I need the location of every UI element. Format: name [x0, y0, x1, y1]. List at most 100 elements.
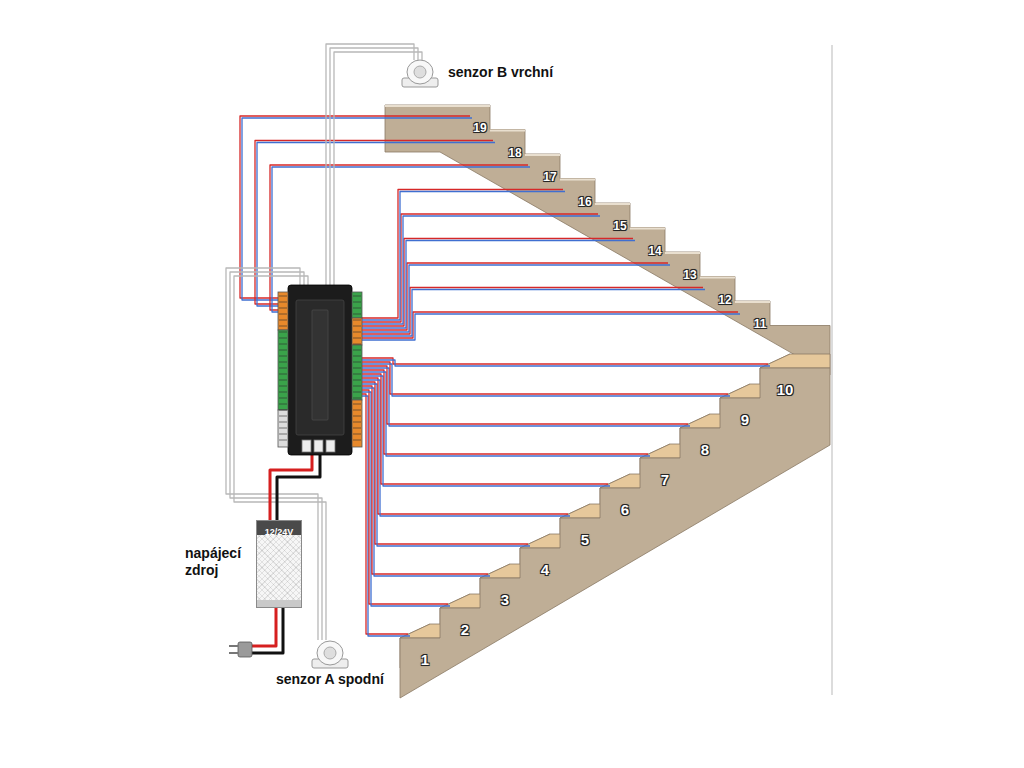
terminal-screw	[279, 440, 287, 441]
step-number-anchor: 3	[501, 591, 509, 609]
step-number-anchor: 16	[578, 192, 591, 210]
step-number-anchor: 14	[648, 241, 661, 259]
power-supply: 12/24Vnapájecí zdroj	[256, 520, 302, 608]
terminal-screw	[353, 392, 361, 393]
terminal-screw	[279, 362, 287, 363]
terminal-screw	[353, 416, 361, 417]
psu-foot	[257, 600, 301, 607]
terminal-block	[352, 345, 362, 400]
led-wire	[356, 362, 728, 394]
terminal-screw	[279, 404, 287, 405]
step-number-anchor: 6	[621, 501, 629, 519]
psu-band: 12/24V	[257, 521, 301, 535]
terminal-screw	[353, 434, 361, 435]
step-number: 9	[741, 411, 749, 428]
tread-edge	[595, 203, 630, 205]
terminal-screw	[279, 356, 287, 357]
led-wire	[356, 390, 448, 604]
terminal-block	[278, 292, 288, 330]
led-wire	[358, 376, 610, 486]
terminal-block	[352, 400, 362, 447]
led-wire	[356, 382, 528, 544]
terminal-screw	[353, 302, 361, 303]
power-terminal	[314, 440, 323, 452]
tread-edge	[700, 277, 735, 279]
step-number: 4	[541, 561, 549, 578]
led-wire	[358, 372, 650, 456]
mains-wire	[252, 607, 276, 646]
sensor-icon	[308, 636, 352, 670]
terminal-screw	[353, 380, 361, 381]
sensor-lens	[414, 66, 426, 78]
tread-edge	[560, 179, 595, 181]
motion-sensor: senzor B vrchní	[398, 55, 553, 89]
terminal-screw	[353, 344, 361, 345]
terminal-screw	[353, 386, 361, 387]
mains-plug	[238, 642, 252, 657]
terminal-screw	[279, 422, 287, 423]
terminal-screw	[279, 314, 287, 315]
led-wire	[242, 118, 472, 300]
terminal-screw	[353, 428, 361, 429]
terminal-screw	[353, 314, 361, 315]
sensor-wire	[326, 44, 414, 286]
power-terminal	[302, 440, 311, 452]
voltage-label: 12/24V	[265, 527, 294, 537]
step-number: 11	[754, 317, 767, 331]
terminal-screw	[353, 398, 361, 399]
terminal-screw	[279, 350, 287, 351]
sensor-dome	[317, 641, 343, 665]
led-wire	[356, 374, 608, 484]
step-number: 12	[718, 293, 731, 307]
terminal-screw	[279, 386, 287, 387]
terminal-screw	[353, 368, 361, 369]
step-number-anchor: 7	[661, 471, 669, 489]
terminal-screw	[279, 374, 287, 375]
tread-edge	[490, 130, 525, 132]
terminal-screw	[279, 320, 287, 321]
stair-controller	[288, 285, 352, 455]
power-wire	[277, 452, 320, 520]
tread-edge	[385, 105, 490, 107]
step-number-anchor: 9	[741, 411, 749, 429]
terminal-screw	[353, 404, 361, 405]
terminal-screw	[353, 350, 361, 351]
stair-stringer	[400, 368, 830, 698]
terminal-screw	[279, 338, 287, 339]
terminal-screw	[353, 356, 361, 357]
step-number: 13	[683, 268, 696, 282]
led-wire	[240, 116, 470, 298]
step-number-anchor: 1	[421, 651, 429, 669]
step-number-anchor: 10	[777, 381, 794, 399]
terminal-screw	[353, 308, 361, 309]
terminal-screw	[353, 410, 361, 411]
step-number: 1	[421, 651, 429, 668]
led-wire	[358, 216, 600, 324]
led-wire	[358, 192, 565, 321]
led-wire	[358, 360, 770, 366]
mains-wire	[252, 607, 283, 653]
step-number-anchor: 8	[701, 441, 709, 459]
step-number-anchor: 12	[718, 290, 731, 308]
led-wire	[356, 370, 648, 454]
step-number: 18	[508, 146, 521, 160]
terminal-screw	[279, 326, 287, 327]
sensor-lens	[324, 647, 336, 659]
sensor-label: senzor B vrchní	[448, 64, 553, 81]
led-wire	[358, 290, 705, 337]
step-number: 7	[661, 471, 669, 488]
sensor-dome	[407, 60, 433, 84]
terminal-screw	[279, 344, 287, 345]
step-number-anchor: 2	[461, 621, 469, 639]
psu-caption-box: napájecí zdroj	[185, 545, 253, 579]
tread-edge	[665, 252, 700, 254]
step-number-anchor: 18	[508, 143, 521, 161]
component-label: napájecí zdroj	[185, 545, 253, 579]
terminal-screw	[279, 398, 287, 399]
step-number: 2	[461, 621, 469, 638]
led-wire	[356, 358, 768, 364]
tread-edge	[525, 154, 560, 156]
motion-sensor: senzor A spodní	[276, 636, 384, 688]
terminal-screw	[279, 302, 287, 303]
